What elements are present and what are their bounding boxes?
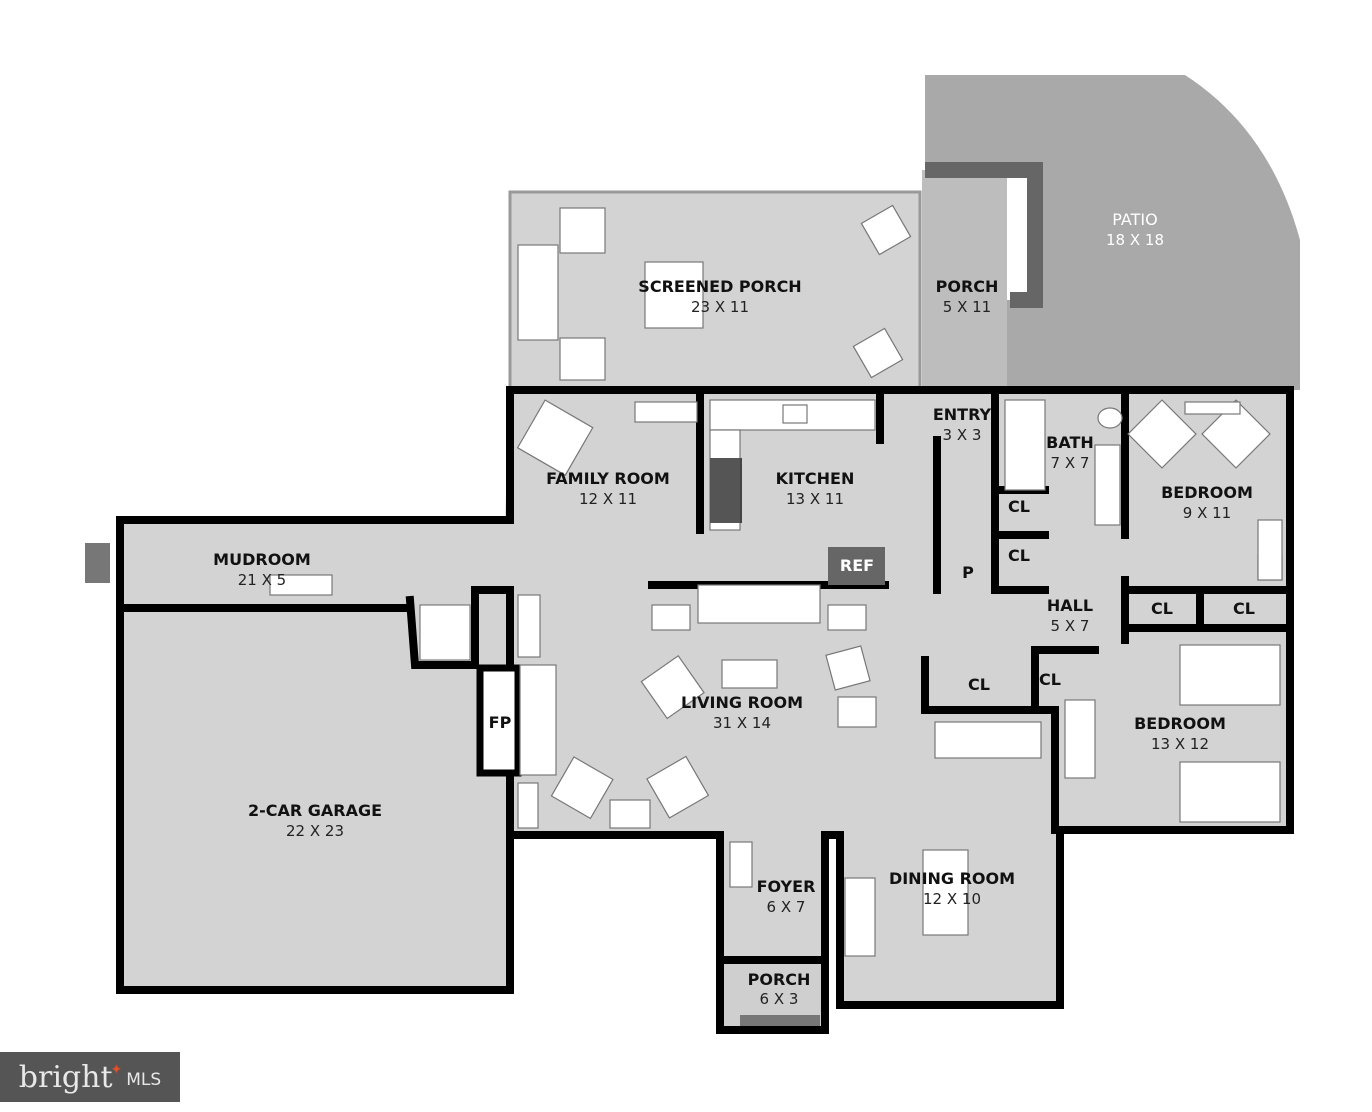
screened-porch-dims: 23 X 11 [691, 298, 749, 316]
dining-room-name: DINING ROOM [889, 869, 1015, 888]
bedroom1-name: BEDROOM [1161, 483, 1253, 502]
living-room-name: LIVING ROOM [681, 693, 803, 712]
family-room-name: FAMILY ROOM [546, 469, 670, 488]
mudroom-dims: 21 X 5 [238, 571, 286, 589]
bath-dims: 7 X 7 [1051, 454, 1090, 472]
closet-label: CL [1233, 599, 1255, 618]
porch-front-wall [716, 956, 829, 1034]
porch-front-dims: 6 X 3 [760, 990, 799, 1008]
ref-label: REF [840, 556, 874, 575]
closet-label: CL [968, 675, 990, 694]
dining-room-dims: 12 X 10 [923, 890, 981, 908]
porch-wall [925, 162, 1043, 308]
patio-dims: 18 X 18 [1106, 231, 1164, 249]
foyer-name: FOYER [757, 877, 816, 896]
pantry-label: P [962, 563, 974, 582]
bath-name: BATH [1046, 433, 1094, 452]
closet-label: CL [1151, 599, 1173, 618]
porch-back-dims: 5 X 11 [943, 298, 991, 316]
bedroom1-dims: 9 X 11 [1183, 504, 1231, 522]
furniture [85, 204, 1283, 957]
foyer-dims: 6 X 7 [767, 898, 806, 916]
logo-suffix: MLS [126, 1070, 162, 1090]
living-room-dims: 31 X 14 [713, 714, 771, 732]
bedroom2-name: BEDROOM [1134, 714, 1226, 733]
bedroom2-dims: 13 X 12 [1151, 735, 1209, 753]
closet-label: CL [1008, 546, 1030, 565]
logo-star-icon: ✦ [110, 1062, 123, 1078]
entry-dims: 3 X 3 [943, 426, 982, 444]
porch-back-area [922, 170, 1007, 390]
room-labels: SCREENED PORCH 23 X 11 PORCH 5 X 11 PATI… [213, 210, 1255, 1008]
hall-name: HALL [1047, 596, 1093, 615]
family-room-dims: 12 X 11 [579, 490, 637, 508]
logo-brand: bright [18, 1059, 113, 1095]
porch-front-name: PORCH [748, 970, 811, 989]
screened-porch-name: SCREENED PORCH [638, 277, 801, 296]
closet-label: CL [1039, 670, 1061, 689]
garage-name: 2-CAR GARAGE [248, 801, 382, 820]
patio-area [925, 75, 1300, 390]
kitchen-dims: 13 X 11 [786, 490, 844, 508]
bright-mls-logo: bright ✦ MLS [0, 1052, 180, 1102]
exterior-wall [116, 386, 1294, 1009]
entry-name: ENTRY [933, 405, 992, 424]
porch-back-name: PORCH [936, 277, 999, 296]
patio-name: PATIO [1112, 210, 1157, 229]
fireplace-label: FP [489, 713, 512, 732]
mudroom-name: MUDROOM [213, 550, 311, 569]
kitchen-name: KITCHEN [776, 469, 855, 488]
garage-dims: 22 X 23 [286, 822, 344, 840]
hall-dims: 5 X 7 [1051, 617, 1090, 635]
closet-label: CL [1008, 497, 1030, 516]
